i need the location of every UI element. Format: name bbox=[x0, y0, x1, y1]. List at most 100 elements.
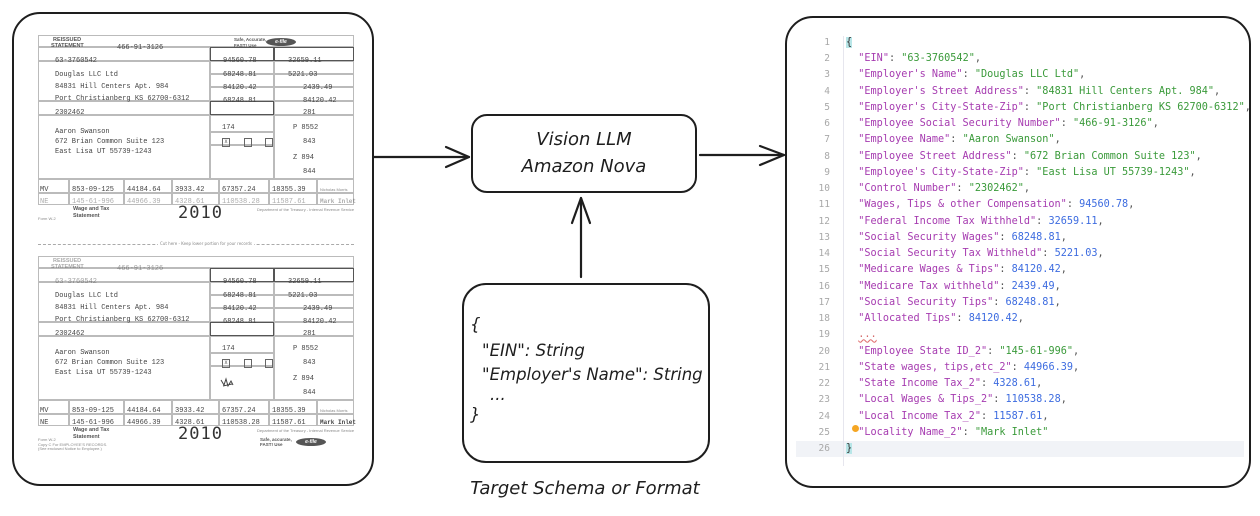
json-comma: , bbox=[1214, 85, 1221, 97]
form-field-box5: 84120.42 bbox=[223, 84, 257, 92]
form-field-ein: 63-3760542 bbox=[55, 57, 98, 65]
form-field-title2: STATEMENT bbox=[51, 264, 84, 270]
json-key: "Employee Social Security Number" bbox=[858, 118, 1061, 130]
form-field-box11: 174 bbox=[222, 124, 235, 132]
line-number: 13 bbox=[818, 231, 830, 243]
json-key: "Local Income Tax_2" bbox=[858, 410, 981, 422]
line-number: 15 bbox=[818, 264, 830, 276]
json-key: "Local Wages & Tips_2" bbox=[858, 394, 994, 406]
form-box bbox=[38, 179, 354, 193]
json-colon: : bbox=[987, 345, 1000, 357]
schema-caption: Target Schema or Format bbox=[470, 478, 700, 499]
form-box bbox=[38, 35, 354, 47]
form-field-r2-ltax: 11587.61 bbox=[272, 419, 306, 427]
line-number: 9 bbox=[824, 166, 830, 178]
line-number: 17 bbox=[818, 296, 830, 308]
json-colon: : bbox=[1023, 101, 1037, 113]
form-field-box7: 68248.81 bbox=[223, 97, 257, 105]
json-key: "Employer's City-State-Zip" bbox=[858, 101, 1024, 113]
code-content: "Wages, Tips & other Compensation": 9456… bbox=[846, 197, 1134, 213]
json-comma: , bbox=[1017, 313, 1024, 325]
form-box bbox=[274, 282, 354, 295]
form-field-emp-street: 84831 Hill Centers Apt. 984 bbox=[55, 83, 169, 91]
json-comma: , bbox=[1072, 345, 1080, 357]
line-number: 5 bbox=[824, 101, 830, 113]
json-value: "East Lisa UT 55739-1243" bbox=[1036, 166, 1190, 178]
line-number: 21 bbox=[818, 361, 830, 373]
json-colon: : bbox=[1023, 166, 1037, 178]
json-comma: , bbox=[1060, 264, 1067, 276]
form-field-box12d: 844 bbox=[303, 389, 316, 397]
lightbulb-hint-icon[interactable] bbox=[852, 425, 859, 432]
json-comma: , bbox=[1189, 166, 1196, 178]
json-value: 68248.81 bbox=[1011, 231, 1061, 243]
form-box bbox=[210, 366, 274, 400]
line-number: 7 bbox=[824, 134, 830, 146]
json-comma: , bbox=[1060, 231, 1067, 243]
form-field-r1-id: 853-09-125 bbox=[72, 186, 115, 194]
arrow-llm-to-output bbox=[698, 144, 786, 167]
form-box bbox=[274, 87, 354, 101]
code-content: "Locality Name_2": "Mark Inlet" bbox=[846, 425, 1048, 441]
code-content: "Medicare Tax withheld": 2439.49, bbox=[846, 279, 1060, 295]
form-field-r2-tax: 4328.61 bbox=[175, 419, 205, 427]
form-field-safe: Safe, accurate, bbox=[260, 437, 292, 442]
form-field-ssn: 466-91-3126 bbox=[117, 44, 164, 52]
form-field-r2-state: NE bbox=[40, 198, 49, 206]
form-box bbox=[38, 101, 210, 115]
json-key: "Control Number" bbox=[858, 183, 957, 195]
form-box bbox=[210, 295, 274, 308]
form-field-r2-loc: Mark Inlet bbox=[320, 198, 357, 205]
form-field-box4: 5221.03 bbox=[288, 292, 318, 300]
json-colon: : bbox=[962, 426, 975, 438]
form-field-efile: e-file bbox=[266, 38, 296, 46]
json-comma: , bbox=[1072, 361, 1080, 373]
vision-llm-node: Vision LLM Amazon Nova bbox=[471, 114, 697, 193]
json-value: 68248.81 bbox=[1005, 296, 1055, 308]
json-output-panel bbox=[785, 16, 1251, 488]
json-comma: , bbox=[1054, 134, 1061, 146]
json-colon: : bbox=[999, 264, 1012, 276]
form-field-r1-state: MV bbox=[40, 407, 49, 415]
form-field-r1-loc: Nicholas Morris bbox=[320, 187, 348, 192]
json-colon: : bbox=[888, 53, 902, 65]
json-colon: : bbox=[980, 378, 994, 390]
json-key: "Social Security Tips" bbox=[858, 296, 994, 308]
form-field-r2-id: 145-61-996 bbox=[72, 419, 115, 427]
json-value: "Port Christianberg KS 62700-6312" bbox=[1036, 101, 1245, 113]
code-content: "Local Income Tax_2": 11587.61, bbox=[846, 409, 1048, 425]
json-colon: : bbox=[950, 134, 963, 146]
form-field-r2-lwages: 110538.28 bbox=[222, 419, 260, 427]
form-field-box12c: Z 894 bbox=[293, 375, 315, 383]
json-colon: : bbox=[1011, 150, 1024, 162]
form-field-r1-id: 853-09-125 bbox=[72, 407, 115, 415]
json-value: "Aaron Swanson" bbox=[962, 134, 1055, 146]
code-content: "Allocated Tips": 84120.42, bbox=[846, 311, 1024, 327]
form-field-title1: REISSUED bbox=[53, 258, 82, 264]
form-field-ee-city: East Lisa UT 55739-1243 bbox=[55, 148, 152, 156]
form-checkbox: X bbox=[222, 359, 230, 368]
form-field-r1-lwages: 67357.24 bbox=[222, 407, 256, 415]
line-number: 20 bbox=[818, 345, 830, 357]
form-field-wage1: Wage and Tax bbox=[73, 427, 110, 433]
json-key: "Employee Street Address" bbox=[858, 150, 1012, 162]
form-field-box3: 68248.81 bbox=[223, 71, 257, 79]
json-colon: : bbox=[993, 394, 1006, 406]
json-colon: : bbox=[993, 296, 1006, 308]
form-field-box12b: 843 bbox=[303, 138, 316, 146]
json-key: "Social Security Tax Withheld" bbox=[858, 248, 1043, 260]
form-field-ee-city: East Lisa UT 55739-1243 bbox=[55, 369, 152, 377]
json-comma: , bbox=[1042, 410, 1049, 422]
cut-line: Cut here - Keep lower portion for your r… bbox=[38, 241, 354, 246]
form-field-dept: Department of the Treasury - Internal Re… bbox=[257, 428, 355, 433]
form-field-control: 2302462 bbox=[55, 109, 85, 117]
line-number: 2 bbox=[824, 53, 830, 65]
json-comma: , bbox=[974, 53, 981, 65]
line-number: 22 bbox=[818, 378, 830, 390]
code-content: "Employee State ID_2": "145-61-996", bbox=[846, 344, 1079, 360]
json-value: 32659.11 bbox=[1048, 215, 1098, 227]
form-field-r1-tax: 3933.42 bbox=[175, 186, 205, 194]
form-column-divider bbox=[123, 179, 125, 205]
json-value: "2302462" bbox=[968, 183, 1024, 195]
